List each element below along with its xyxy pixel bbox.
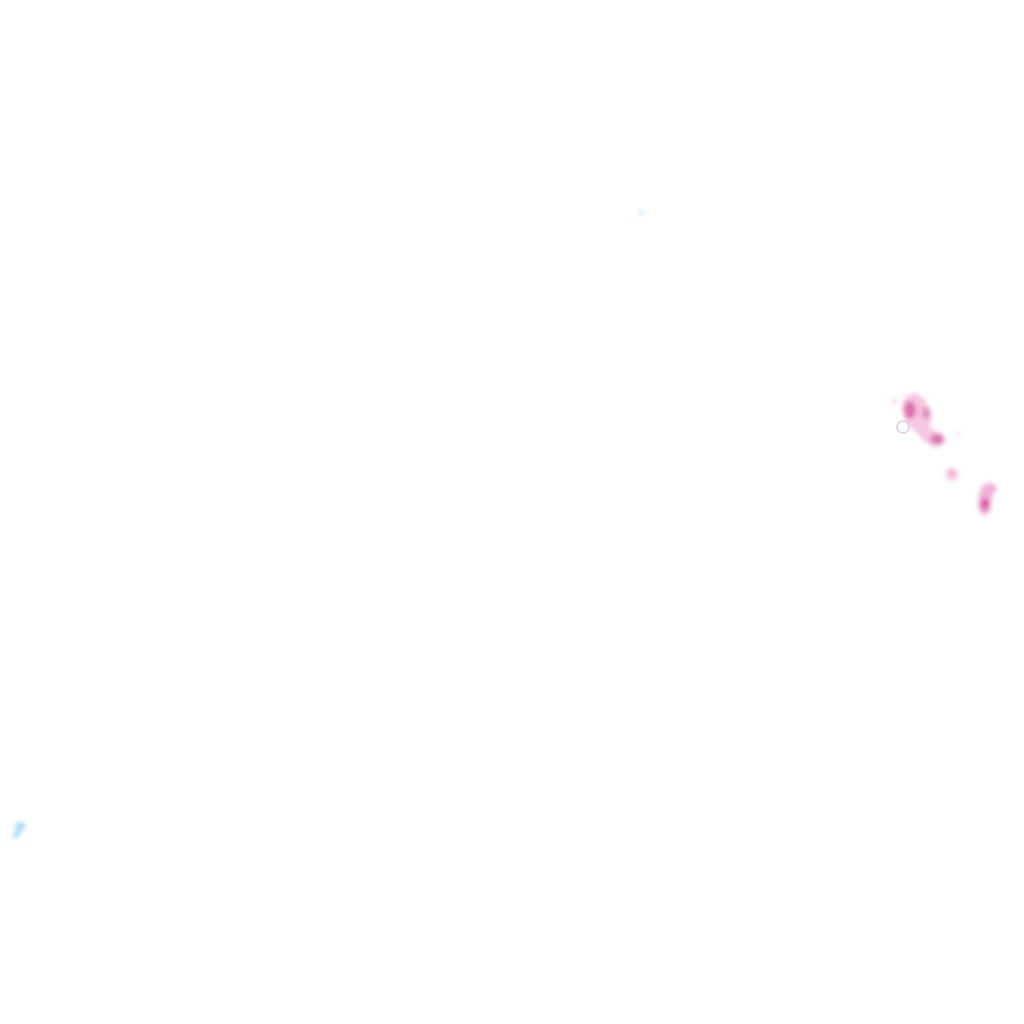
rain-cell	[638, 211, 644, 215]
precip-cluster-blue	[12, 211, 644, 838]
precip-cell	[956, 432, 960, 436]
precip-cell	[946, 468, 958, 480]
precip-cell	[892, 397, 896, 405]
precip-cell	[922, 407, 930, 419]
rain-cell	[12, 822, 27, 838]
precip-cell	[981, 498, 989, 510]
precip-cell	[904, 401, 916, 419]
precip-cell	[930, 434, 944, 444]
precip-cell	[978, 482, 998, 516]
precip-ring	[896, 420, 910, 434]
precip-cluster-east	[892, 392, 998, 516]
